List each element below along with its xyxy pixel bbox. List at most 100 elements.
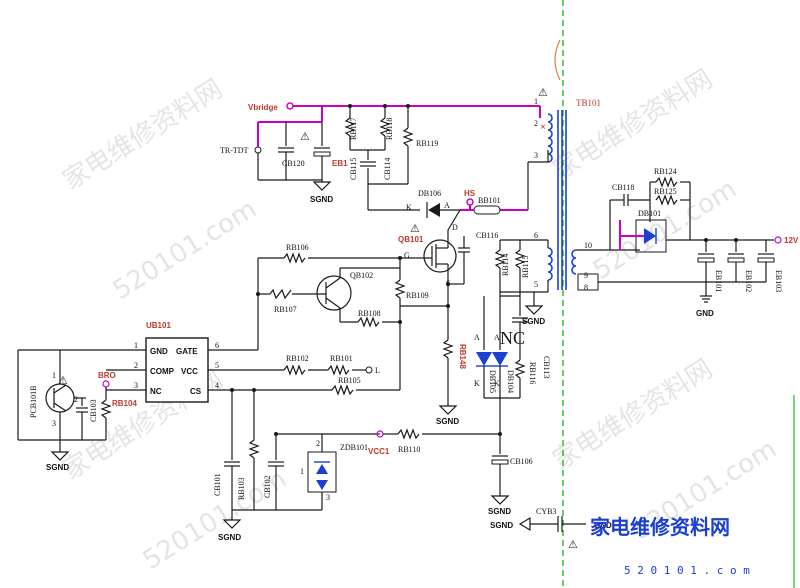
aux-rectifier: RB114 RB115 CB113 NC A A K K DB105 DB104… bbox=[474, 240, 551, 516]
cb101-label: CB101 bbox=[213, 473, 222, 496]
db104-label: DB104 bbox=[506, 370, 515, 393]
ic-pin-gnd: GND bbox=[150, 347, 168, 356]
db105-label: DB105 bbox=[488, 370, 497, 393]
snubber-network: RB117 RB118 RB119 CB115 CB114 bbox=[344, 104, 438, 211]
ic-ub101: UB101 GND GATE COMP VCC NC CS 1 2 3 6 5 … bbox=[18, 321, 284, 403]
rb117-label: RB117 bbox=[349, 118, 358, 140]
zd-pin-2: 2 bbox=[316, 439, 320, 448]
sgnd-label: SGND bbox=[436, 417, 459, 426]
tr-tdt-label: TR-TDT bbox=[220, 146, 249, 155]
db106-a: A bbox=[444, 201, 450, 210]
ub101-label: UB101 bbox=[146, 321, 171, 330]
cb106-label: CB106 bbox=[510, 457, 533, 466]
cb102-label: CB102 bbox=[263, 475, 272, 498]
eb102-label: EB102 bbox=[744, 270, 753, 292]
cb115-label: CB115 bbox=[349, 158, 358, 180]
vbridge-terminal bbox=[286, 102, 294, 110]
warning-icon: ⚠ bbox=[568, 538, 578, 551]
tb-pin-2: 2 bbox=[534, 119, 538, 128]
tb-pin-5: 5 bbox=[534, 280, 538, 289]
x-mark: × bbox=[540, 122, 546, 133]
db-a1: A bbox=[474, 333, 480, 342]
ic-pin-vcc: VCC bbox=[181, 367, 198, 376]
ub101-body bbox=[145, 337, 209, 403]
tb101-label: TB101 bbox=[576, 98, 601, 108]
rb110-label: RB110 bbox=[398, 445, 420, 454]
ic-pin-gate: GATE bbox=[176, 347, 198, 356]
vcc1-label: VCC1 bbox=[368, 447, 390, 456]
ic-pin-comp: COMP bbox=[150, 367, 175, 376]
rb101-label: RB101 bbox=[330, 354, 353, 363]
hs-label: HS bbox=[464, 189, 476, 198]
opto-pin-1: 1 bbox=[52, 371, 56, 380]
qb102-label: QB102 bbox=[350, 271, 373, 280]
rb124-label: RB124 bbox=[654, 167, 677, 176]
cb120-label: CB120 bbox=[282, 159, 305, 168]
rb105-label: RB105 bbox=[338, 376, 361, 385]
rb116-label: RB116 bbox=[528, 362, 537, 384]
footer-logo: 家电维修资料网 5 2 0 1 0 1 . c o m bbox=[590, 515, 750, 577]
nc-label: NC bbox=[500, 328, 525, 348]
cyb3-section: SGND CYB3 GND ⚠ bbox=[490, 507, 612, 551]
tb-pin-8: 8 bbox=[584, 283, 588, 292]
eb103-label: EB103 bbox=[774, 270, 783, 292]
cb116-label: CB116 bbox=[476, 231, 498, 240]
sgnd-label: SGND bbox=[490, 521, 513, 530]
qb101-d: D bbox=[452, 223, 458, 232]
watermark-cn: 家电维修资料网 bbox=[548, 64, 718, 186]
ic-num-6: 6 bbox=[215, 341, 219, 350]
rb114-label: RB114 bbox=[501, 254, 510, 276]
tb-pin-3: 3 bbox=[534, 151, 538, 160]
cb114-label: CB114 bbox=[383, 158, 392, 180]
db-k1: K bbox=[474, 379, 480, 388]
sgnd-label: SGND bbox=[46, 463, 69, 472]
rb115-label: RB115 bbox=[521, 256, 530, 278]
vbridge-net: Vbridge bbox=[248, 102, 541, 118]
l-node-label: L bbox=[375, 366, 380, 375]
ic-num-1: 1 bbox=[134, 341, 138, 350]
gate-drive-resistors: RB106 RB107 RB109 RB108 RB148 SGND bbox=[256, 243, 467, 426]
ic-pin-cs: CS bbox=[190, 387, 202, 396]
rb104-label: RB104 bbox=[112, 399, 137, 408]
hs-terminal bbox=[466, 198, 474, 206]
watermark-cn: 家电维修资料网 bbox=[58, 74, 228, 196]
vcc-filter: CB101 RB103 CB102 SGND ZDB101 2 1 3 VCC1… bbox=[213, 388, 500, 542]
warning-icon: ⚠ bbox=[58, 374, 68, 387]
pcb101b-label: PCB101B bbox=[29, 386, 38, 418]
cb118-label: CB118 bbox=[612, 183, 634, 192]
transistor-qb102: QB102 bbox=[316, 271, 373, 311]
rb103-label: RB103 bbox=[237, 477, 246, 500]
rb108-label: RB108 bbox=[358, 309, 381, 318]
tb-pin-6: 6 bbox=[534, 231, 538, 240]
transformer-tb101: TB101 1 2 3 × 6 5 10 9 8 bbox=[500, 97, 707, 296]
tb-pin-1: 1 bbox=[534, 97, 538, 106]
ic-num-3: 3 bbox=[134, 381, 138, 390]
opto-section: PCB101B 1 2 3 CB103 BRO RB104 SGND ⚠ bbox=[17, 350, 137, 472]
warning-icon: ⚠ bbox=[410, 222, 420, 235]
secondary-output: CB118 RB124 RB125 DB101 12V EB101 EB102 bbox=[609, 167, 799, 318]
vbridge-label: Vbridge bbox=[248, 103, 278, 112]
ic-num-2: 2 bbox=[134, 361, 138, 370]
input-cap-section: TR-TDT CB120 EB1 SGND ⚠ bbox=[220, 106, 348, 204]
db106-k: K bbox=[406, 203, 412, 212]
sgnd-label: SGND bbox=[522, 317, 545, 326]
out-12v-label: 12V bbox=[784, 236, 799, 245]
warning-icon: ⚠ bbox=[538, 86, 548, 99]
rb107-label: RB107 bbox=[274, 305, 297, 314]
rb119-label: RB119 bbox=[416, 139, 438, 148]
sgnd-label: SGND bbox=[218, 533, 241, 542]
db101-label: DB101 bbox=[638, 209, 661, 218]
ic-num-4: 4 bbox=[215, 381, 219, 390]
watermark-num: 520101.com bbox=[108, 194, 262, 306]
gnd-label: GND bbox=[696, 309, 714, 318]
warning-icon: ⚠ bbox=[300, 130, 310, 143]
zd-pin-1: 1 bbox=[300, 467, 304, 476]
rb106-label: RB106 bbox=[286, 243, 309, 252]
opto-pin-2: 2 bbox=[74, 395, 78, 404]
tb-pin-9: 9 bbox=[584, 271, 588, 280]
qb101-label: QB101 bbox=[398, 235, 424, 244]
ic-pin-nc: NC bbox=[150, 387, 162, 396]
cyb3-label: CYB3 bbox=[536, 507, 556, 516]
gnd-label: GND bbox=[594, 521, 612, 530]
